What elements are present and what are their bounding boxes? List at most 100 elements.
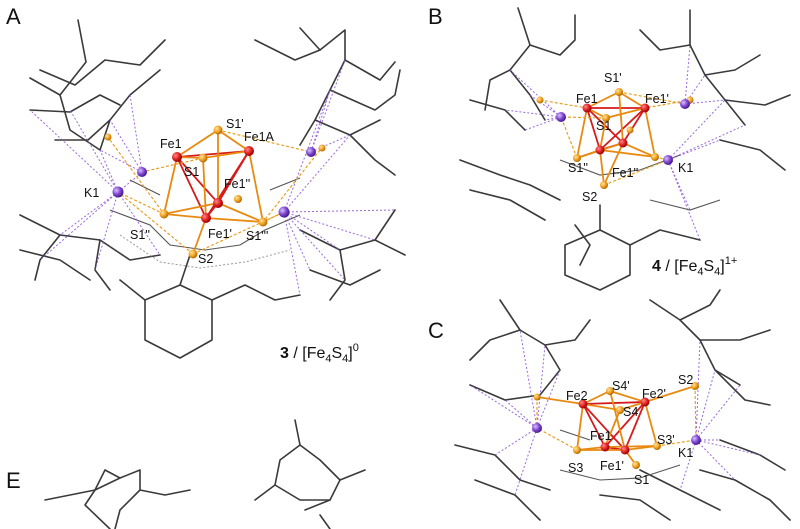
label-fe2: Fe2	[566, 389, 588, 403]
s-atom	[536, 96, 544, 104]
caption-subscript: 4	[714, 266, 720, 278]
label-k1: K1	[84, 186, 99, 200]
caption-charge: 0	[353, 342, 359, 354]
caption-text: ]	[720, 258, 724, 275]
s-atom	[533, 393, 541, 401]
panel-a-atom-labels: Fe1 Fe1A S1' S1 Fe1'' K1 S1'' Fe1' S1'''…	[84, 117, 275, 266]
fe-atom	[213, 198, 223, 208]
s-atom	[213, 125, 223, 135]
fe-atom	[595, 145, 605, 155]
panel-c: C	[428, 289, 791, 521]
label-fe1: Fe1	[576, 92, 598, 106]
fe-atom	[201, 213, 211, 223]
panel-a-caption: 3 / [Fe4S4]0	[280, 342, 359, 365]
label-s3-prime: S3'	[657, 433, 675, 447]
caption-text: / [Fe	[661, 258, 698, 275]
panel-c-atom-labels: S4' Fe2 Fe2' S2 S4 Fe1 S3' K1 S3 Fe1' S1	[566, 373, 693, 487]
label-fe1-dprime: Fe1''	[224, 177, 250, 191]
k-atom	[663, 155, 673, 165]
k-atom	[306, 147, 316, 157]
panel-b-atom-labels: S1' Fe1 Fe1' S1 S1'' Fe1'' K1 S2	[568, 71, 693, 204]
s-atom	[198, 153, 208, 163]
s-atom	[626, 126, 634, 134]
panel-c-cluster-bonds	[536, 385, 697, 466]
s-atom	[600, 181, 608, 189]
panel-a-ligand-framework	[19, 19, 406, 359]
caption-compound: 3	[280, 345, 289, 362]
caption-subscript: 4	[342, 353, 348, 365]
panel-a-atoms	[104, 125, 326, 259]
fe-atom	[618, 138, 628, 148]
s-atom	[691, 382, 699, 390]
panel-b-ligand-framework	[459, 7, 791, 291]
s-atom	[258, 217, 268, 227]
fe-atom	[640, 397, 650, 407]
s-atom	[188, 249, 198, 259]
s-atom	[606, 387, 614, 395]
k-atom	[556, 112, 566, 122]
caption-text: S	[703, 258, 714, 275]
label-s2: S2	[198, 252, 213, 266]
caption-text: S	[331, 345, 342, 362]
s-atom	[651, 153, 659, 161]
label-s1-prime: S1'	[604, 71, 622, 85]
fe-atom	[582, 103, 592, 113]
k-atom	[532, 423, 542, 433]
label-k1: K1	[678, 161, 693, 175]
panel-b-atoms	[536, 88, 694, 189]
panel-b-k-contacts	[504, 44, 746, 241]
s-atom	[616, 406, 624, 414]
label-s1-dprime: S1''	[130, 228, 150, 242]
s-atom	[602, 114, 610, 122]
caption-text: / [Fe	[289, 345, 326, 362]
panel-e-ligand-framework	[44, 419, 366, 529]
s-atom	[653, 442, 661, 450]
label-fe1-dprime: Fe1''	[612, 166, 638, 180]
label-s2: S2	[582, 190, 597, 204]
s-atom	[234, 195, 242, 203]
panel-a-letter: A	[6, 4, 21, 29]
label-s4: S4	[623, 405, 638, 419]
fe-atom	[244, 146, 254, 156]
fe-atom	[640, 103, 650, 113]
label-s1-dprime: S1''	[568, 161, 588, 175]
label-s2: S2	[678, 373, 693, 387]
panel-b: B	[428, 4, 791, 291]
label-fe1-prime: Fe1'	[208, 227, 232, 241]
label-s4-prime: S4'	[612, 379, 630, 393]
panel-c-atoms	[532, 382, 701, 469]
panel-b-caption: 4 / [Fe4S4]1+	[652, 255, 737, 278]
k-atom	[112, 186, 124, 198]
panel-c-letter: C	[428, 318, 444, 343]
label-s1: S1	[184, 165, 199, 179]
caption-charge: 1+	[725, 255, 738, 267]
s-atom	[318, 144, 326, 152]
label-fe1a: Fe1A	[244, 130, 275, 144]
k-atom	[680, 99, 690, 109]
label-fe1-prime: Fe1'	[600, 459, 624, 473]
label-fe1-prime: Fe1'	[645, 92, 669, 106]
k-atom	[691, 435, 701, 445]
label-s1-prime: S1'	[226, 117, 244, 131]
s-atom	[573, 154, 581, 162]
panel-c-k-contacts	[469, 329, 761, 496]
label-k1: K1	[678, 446, 693, 460]
s-atom	[573, 446, 581, 454]
caption-text: ]	[348, 345, 352, 362]
label-s1: S1	[596, 119, 611, 133]
label-fe1: Fe1	[160, 137, 182, 151]
label-fe1: Fe1	[590, 429, 612, 443]
caption-compound: 4	[652, 258, 661, 275]
panel-a: A	[6, 4, 406, 365]
panel-b-letter: B	[428, 4, 443, 29]
label-fe2-prime: Fe2'	[642, 387, 666, 401]
label-s3: S3	[568, 461, 583, 475]
label-s1-tprime: S1'''	[246, 229, 268, 243]
k-atom	[278, 206, 290, 218]
s-atom	[632, 461, 640, 469]
s-atom	[615, 88, 623, 96]
caption-subscript: 4	[697, 266, 703, 278]
caption-subscript: 4	[325, 353, 331, 365]
panel-e-letter: E	[6, 468, 21, 493]
